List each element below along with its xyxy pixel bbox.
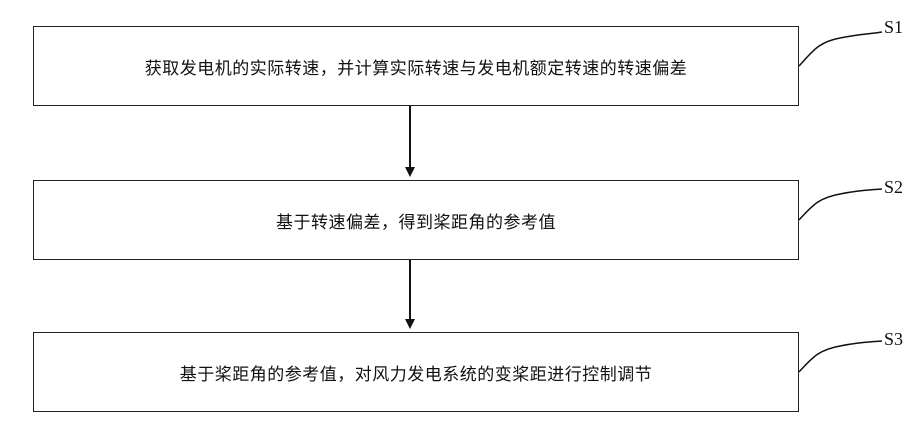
step-text-s1: 获取发电机的实际转速，并计算实际转速与发电机额定转速的转速偏差 xyxy=(145,54,688,79)
step-box-s3: 基于桨距角的参考值，对风力发电系统的变桨距进行控制调节 xyxy=(33,332,799,412)
step-box-s1: 获取发电机的实际转速，并计算实际转速与发电机额定转速的转速偏差 xyxy=(33,26,799,106)
leader-line-s2 xyxy=(799,189,882,220)
leader-line-s1 xyxy=(799,32,882,66)
step-label-s2: S2 xyxy=(884,177,903,198)
step-label-s1: S1 xyxy=(884,17,903,38)
step-label-s3: S3 xyxy=(884,329,903,350)
step-box-s2: 基于转速偏差，得到桨距角的参考值 xyxy=(33,180,799,260)
step-text-s3: 基于桨距角的参考值，对风力发电系统的变桨距进行控制调节 xyxy=(180,360,653,385)
leader-line-s3 xyxy=(799,341,882,372)
step-text-s2: 基于转速偏差，得到桨距角的参考值 xyxy=(276,208,556,233)
